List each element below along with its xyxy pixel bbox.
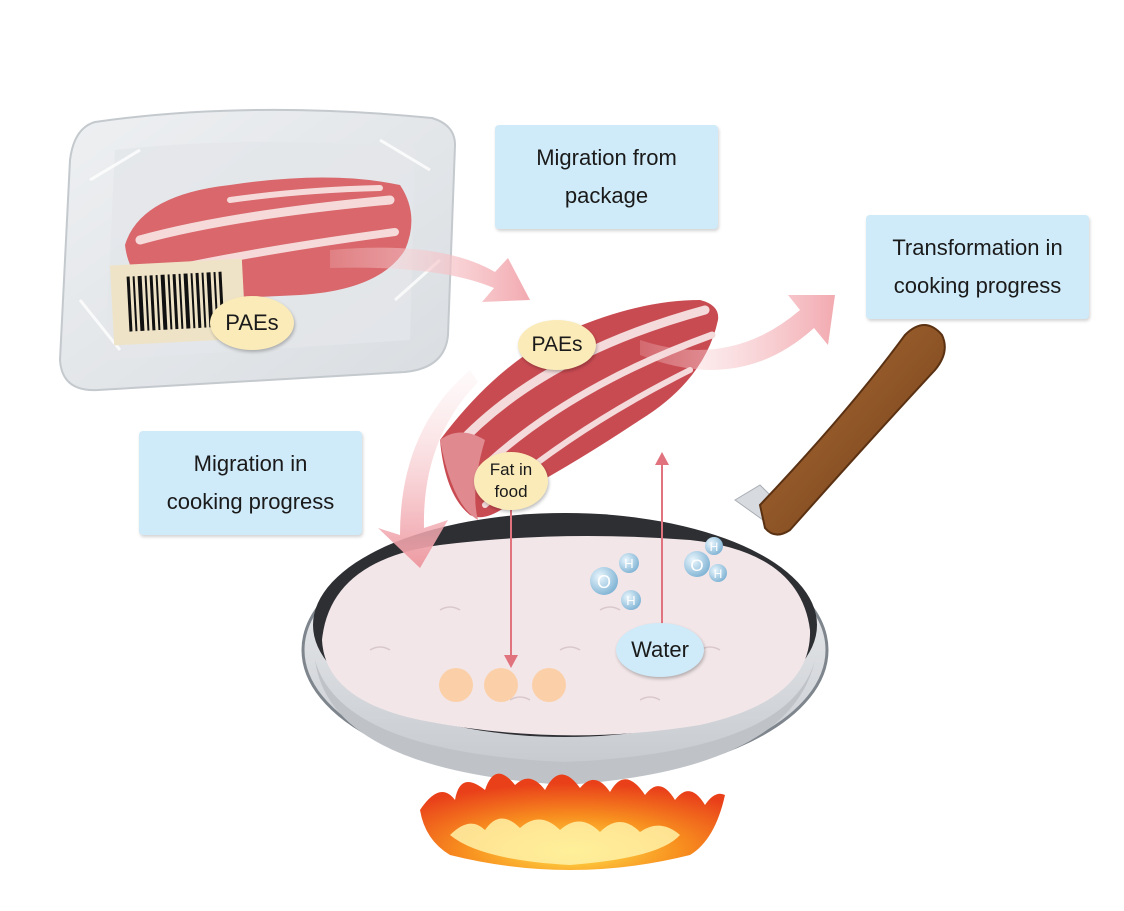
water-molecule: O H H <box>684 537 727 582</box>
hydrogen-label: H <box>714 567 723 581</box>
water-bubble: Water <box>616 623 704 677</box>
label-migration-in-cooking: Migration in cooking progress <box>139 431 362 535</box>
fat-droplets <box>439 668 566 702</box>
fat-droplet <box>532 668 566 702</box>
meat-package <box>58 108 457 392</box>
hydrogen-label: H <box>710 540 719 554</box>
paes-label: PAEs <box>225 310 279 335</box>
label-line: cooking progress <box>166 489 335 514</box>
fire-icon <box>420 773 725 870</box>
arrow-transformation <box>640 295 835 370</box>
pan-handle <box>734 324 946 536</box>
fat-droplet <box>439 668 473 702</box>
frying-pan <box>301 513 829 785</box>
label-line: Transformation in <box>892 235 1063 260</box>
fat-label-line: food <box>494 482 528 501</box>
paes-bubble-bacon: PAEs <box>518 320 596 370</box>
arrow-water-up <box>655 452 669 625</box>
oxygen-label: O <box>690 556 703 575</box>
paes-label: PAEs <box>531 333 583 356</box>
hydrogen-label: H <box>626 593 635 608</box>
oxygen-label: O <box>597 572 611 592</box>
water-molecule: O H H <box>590 553 641 610</box>
label-transformation: Transformation in cooking progress <box>866 215 1089 319</box>
fat-droplet <box>484 668 518 702</box>
label-line: package <box>564 183 649 208</box>
label-line: Migration in <box>193 451 308 476</box>
label-migration-from-package: Migration from package <box>495 125 718 229</box>
fat-in-food-bubble: Fat in food <box>474 452 548 510</box>
paes-bubble-package: PAEs <box>210 296 294 350</box>
arrow-migration-cooking <box>378 370 478 568</box>
label-line: cooking progress <box>893 273 1062 298</box>
arrow-package-to-bacon <box>330 247 530 302</box>
fat-label-line: Fat in <box>489 460 533 479</box>
label-line: Migration from <box>536 145 677 170</box>
arrow-fat-down <box>504 505 518 668</box>
water-label: Water <box>631 637 689 662</box>
hydrogen-label: H <box>624 556 633 571</box>
